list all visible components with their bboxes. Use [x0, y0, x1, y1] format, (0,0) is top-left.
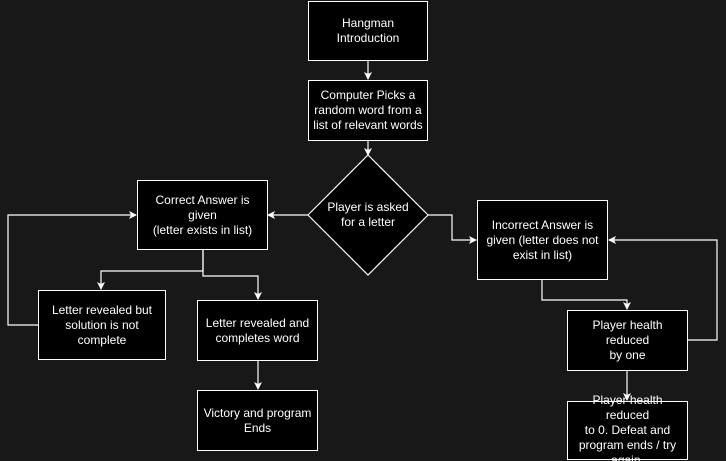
node-computer-picks-word-label: Computer Picks a random word from a list… [313, 88, 423, 132]
node-incorrect-answer-label: Incorrect Answer is given (letter does n… [486, 217, 599, 262]
edge-incorrect-to-health-reduced [541, 280, 631, 310]
edge-correct-to-revealed-complete [202, 250, 262, 300]
node-health-reduced: Player health reduced by one [567, 310, 688, 371]
node-victory-label: Victory and program Ends [203, 405, 312, 435]
decision-player-asked-letter-label: Player is asked for a letter [327, 200, 409, 229]
decision-diamond-shape [307, 154, 429, 276]
node-defeat-label: Player health reduced to 0. Defeat and p… [578, 393, 677, 461]
decision-player-asked-letter: Player is asked for a letter [318, 195, 418, 235]
node-letter-revealed-incomplete-label: Letter revealed but solution is not comp… [51, 302, 153, 347]
node-computer-picks-word: Computer Picks a random word from a list… [308, 80, 428, 141]
edge-health-reduced-loop-to-incorrect [608, 236, 718, 341]
node-incorrect-answer: Incorrect Answer is given (letter does n… [477, 200, 608, 280]
node-letter-revealed-complete: Letter revealed and completes word [197, 300, 318, 361]
node-correct-answer: Correct Answer is given (letter exists i… [137, 180, 268, 250]
edge-correct-to-revealed-incomplete [97, 250, 204, 290]
node-victory: Victory and program Ends [197, 390, 318, 451]
node-hangman-introduction-label: Hangman Introduction [336, 16, 400, 45]
node-correct-answer-label: Correct Answer is given (letter exists i… [152, 192, 253, 237]
node-letter-revealed-incomplete: Letter revealed but solution is not comp… [38, 290, 166, 360]
node-letter-revealed-complete-label: Letter revealed and completes word [205, 315, 310, 345]
edge-ask-to-incorrect [428, 214, 477, 244]
node-hangman-introduction: Hangman Introduction [308, 1, 428, 61]
node-defeat: Player health reduced to 0. Defeat and p… [567, 393, 688, 461]
edge-revealed-incomplete-loop-to-correct [7, 211, 137, 326]
node-health-reduced-label: Player health reduced by one [592, 318, 663, 362]
